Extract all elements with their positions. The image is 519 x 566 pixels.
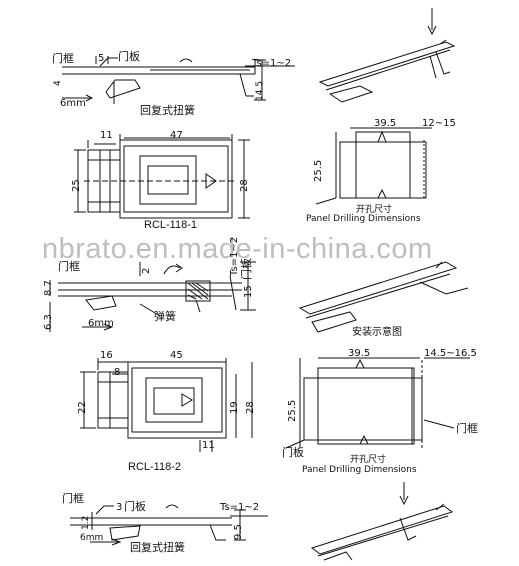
model-label-2: RCL-118-2 <box>128 461 181 473</box>
side-view-1 <box>62 56 295 104</box>
drilling-view-2 <box>285 357 470 449</box>
dim-11-top: 11 <box>100 130 113 141</box>
dim-16: 16 <box>100 350 113 361</box>
dim-39-5-bottom: 39.5 <box>348 348 371 359</box>
label-door-panel-3: 门板 <box>282 447 304 459</box>
drilling-view-1 <box>315 127 432 205</box>
dim-1-2: 1.2 <box>81 515 91 530</box>
dim-14-5-16-5: 14.5~16.5 <box>424 348 477 359</box>
dim-25: 25 <box>71 179 82 192</box>
watermark: nbrato.en.made-in-china.com <box>42 233 433 265</box>
dim-8-7: 8.7 <box>43 280 54 296</box>
iso-view-1 <box>318 8 456 103</box>
front-view-1 <box>74 134 250 219</box>
dim-39-5-top: 39.5 <box>374 118 397 129</box>
label-drill-cn-2: 开孔尺寸 <box>350 455 387 465</box>
label-drill-en-1: Panel Drilling Dimensions <box>306 214 421 224</box>
dim-4: 4 <box>53 80 63 86</box>
dim-11-bottom: 11 <box>202 440 215 451</box>
label-door-frame-4: 门框 <box>62 493 84 505</box>
dim-5: 5 <box>98 53 105 64</box>
dim-15: 15 <box>243 285 254 298</box>
dim-6-3: 6.3 <box>43 314 54 330</box>
dim-ts-3: Ts=1~2 <box>220 502 260 513</box>
dim-6mm-3: 6mm <box>80 533 104 543</box>
label-door-panel-4: 门板 <box>124 501 146 513</box>
label-drill-cn-1: 开孔尺寸 <box>356 205 393 215</box>
dim-45: 45 <box>170 350 183 361</box>
label-door-frame-2: 门框 <box>58 261 80 273</box>
iso-view-2 <box>298 261 469 333</box>
dim-6mm-2: 6mm <box>88 318 114 329</box>
dim-47: 47 <box>170 130 183 141</box>
dim-25-5-bottom: 25.5 <box>287 399 298 422</box>
label-drill-en-2: Panel Drilling Dimensions <box>302 465 417 475</box>
iso-view-3 <box>310 482 454 561</box>
dim-6mm-1: 6mm <box>60 98 86 109</box>
dim-3: 3 <box>116 502 123 513</box>
dim-19: 19 <box>229 401 240 414</box>
label-return-spring-1: 回复式扭簧 <box>140 105 195 117</box>
dim-25-5-top: 25.5 <box>313 159 324 182</box>
label-spring: 弹簧 <box>154 311 176 323</box>
dim-14-5: 14.5 <box>255 80 265 101</box>
side-view-3 <box>70 504 268 546</box>
label-door-frame-3: 门框 <box>456 423 478 435</box>
model-label-1: RCL-118-1 <box>144 219 197 231</box>
dim-ts-2: Ts=1~2 <box>229 236 240 276</box>
front-view-2 <box>80 358 253 452</box>
dim-22: 22 <box>77 401 88 414</box>
label-door-panel-2: 门板 <box>241 258 253 280</box>
dim-8: 8 <box>114 367 121 378</box>
dim-2: 2 <box>141 267 152 274</box>
dim-28-2: 28 <box>245 401 256 414</box>
label-return-spring-2: 回复式扭簧 <box>130 542 185 554</box>
label-door-panel-1: 门板 <box>118 51 140 63</box>
dim-28: 28 <box>239 179 250 192</box>
dim-12-15: 12~15 <box>422 118 456 129</box>
label-install-diagram: 安装示意图 <box>352 327 402 338</box>
side-view-2 <box>49 261 256 332</box>
dim-ts-1: Ts=1~2 <box>252 58 292 69</box>
dim-9-5: 9.5 <box>233 524 244 540</box>
label-door-frame-1: 门框 <box>52 53 74 65</box>
